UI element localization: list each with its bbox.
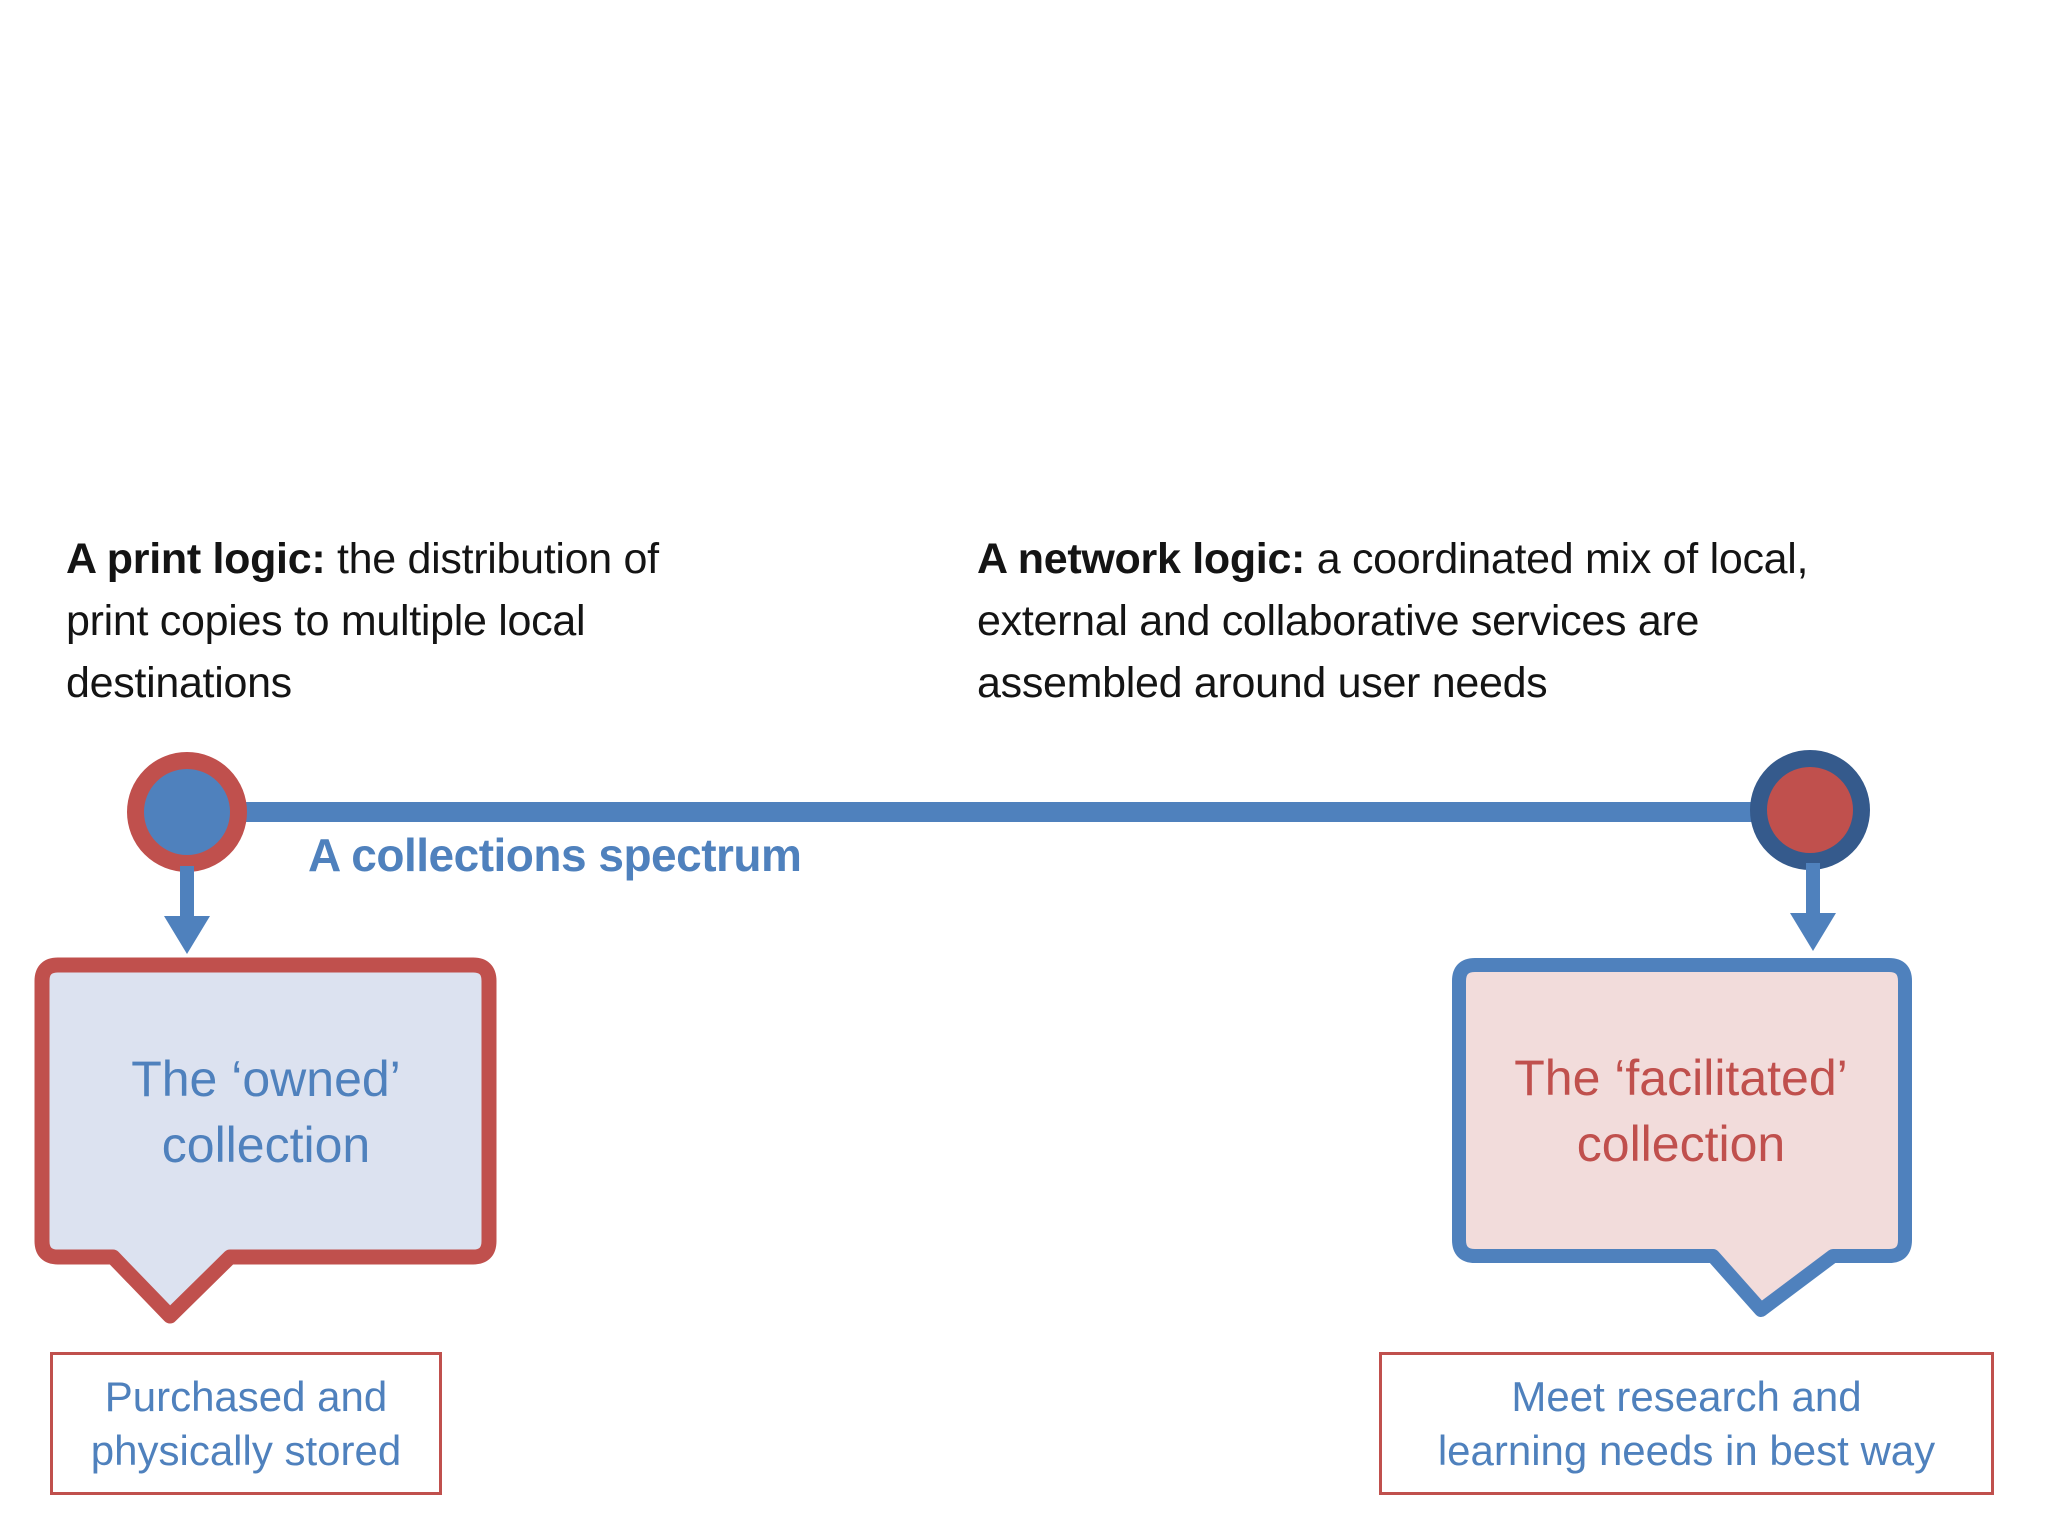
- network-logic-rest: a coordinated mix of local, external and…: [977, 535, 1809, 707]
- owned-arrow-stem: [180, 866, 194, 918]
- facilitated-collection-bubble: [1452, 958, 1912, 1317]
- spectrum-line: [187, 802, 1810, 822]
- network-logic-lead: A network logic:: [977, 535, 1306, 583]
- facilitated-bubble-label: The ‘facilitated’ collection: [1514, 1049, 1848, 1172]
- owned-endpoint-marker: [127, 752, 247, 872]
- owned-bubble-label: The ‘owned’ collection: [131, 1050, 401, 1173]
- spectrum-label: A collections spectrum: [308, 829, 802, 881]
- facilitated-arrow-head-icon: [1790, 913, 1836, 951]
- print-logic-text: A print logic: the distribution of print…: [66, 528, 926, 714]
- network-logic-text: A network logic: a coordinated mix of lo…: [977, 528, 2017, 714]
- facilitated-endpoint-marker: [1750, 750, 1870, 870]
- print-logic-rest: the distribution of print copies to mult…: [66, 535, 659, 707]
- print-logic-lead: A print logic:: [66, 535, 326, 583]
- owned-bubble-shape: [34, 957, 497, 1324]
- owned-note-box: Purchased and physically stored: [50, 1352, 442, 1495]
- facilitated-bubble-shape: [1452, 958, 1912, 1317]
- facilitated-arrow-stem: [1806, 863, 1820, 915]
- owned-arrow-head-icon: [164, 916, 210, 954]
- owned-collection-bubble: [34, 957, 497, 1324]
- facilitated-note-box: Meet research and learning needs in best…: [1379, 1352, 1994, 1495]
